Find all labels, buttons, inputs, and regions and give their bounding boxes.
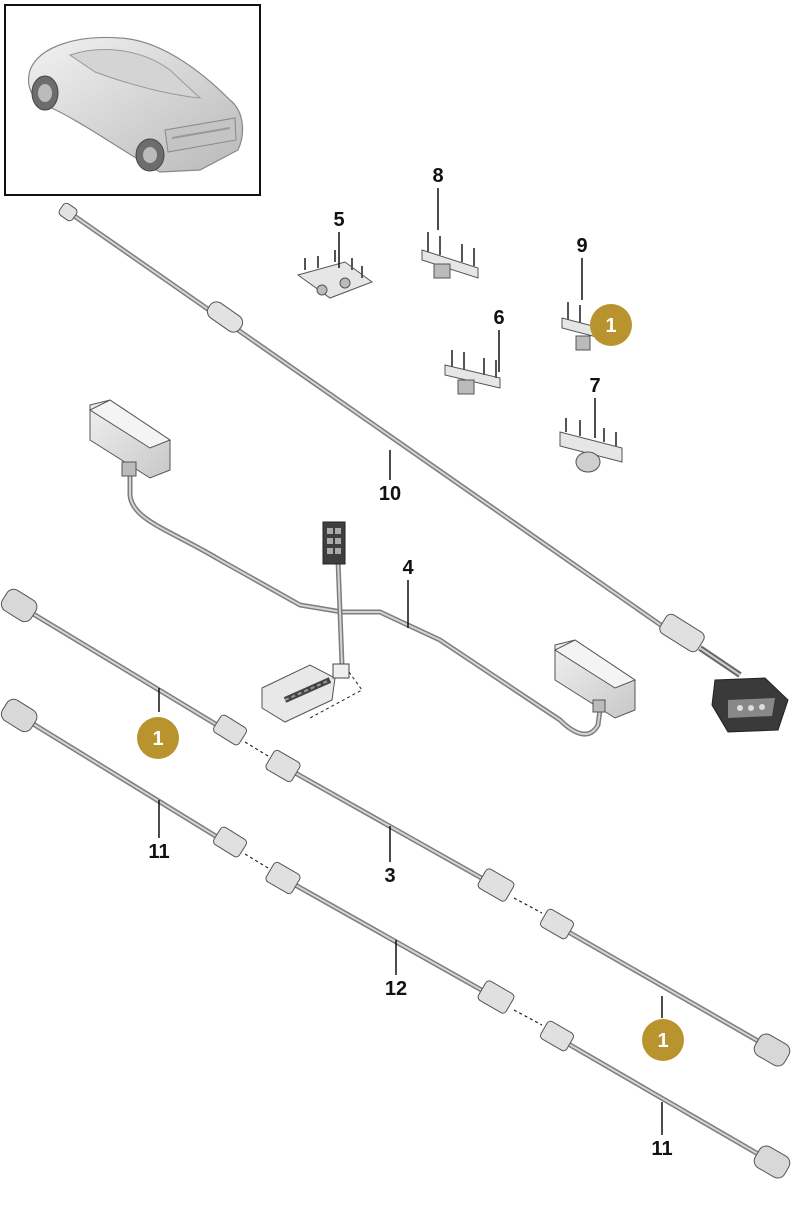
cable-11-left bbox=[0, 698, 269, 869]
cable-12 bbox=[265, 861, 543, 1026]
cable-upper-left bbox=[0, 588, 269, 757]
bracket-7 bbox=[559, 418, 623, 473]
connector-block-icon bbox=[322, 521, 346, 565]
leader-lines bbox=[158, 188, 663, 1135]
callout-7: 7 bbox=[589, 375, 600, 397]
badge-left: 1 bbox=[137, 717, 179, 759]
callout-4: 4 bbox=[402, 557, 414, 579]
callout-6: 6 bbox=[493, 307, 504, 329]
cable-11-right bbox=[539, 1020, 791, 1179]
overview-inset bbox=[4, 4, 261, 196]
badge-top: 1 bbox=[590, 304, 632, 346]
cable-3 bbox=[265, 749, 543, 914]
callout-12: 12 bbox=[385, 978, 407, 1000]
callout-8: 8 bbox=[432, 165, 443, 187]
callout-11-right: 11 bbox=[651, 1138, 672, 1160]
plug-connector-icon bbox=[711, 677, 789, 733]
cable-10 bbox=[58, 202, 789, 733]
car-overview-icon bbox=[27, 36, 244, 173]
module-connector-icon bbox=[261, 663, 363, 723]
cable-lower-right-upper bbox=[539, 908, 791, 1067]
callout-11-left: 11 bbox=[148, 841, 169, 863]
badge-right: 1 bbox=[642, 1019, 684, 1061]
callout-9: 9 bbox=[576, 235, 587, 257]
harness-4 bbox=[88, 399, 637, 737]
svg-text:1: 1 bbox=[657, 1030, 668, 1052]
bracket-5 bbox=[296, 250, 374, 299]
bracket-6 bbox=[444, 350, 501, 395]
svg-text:1: 1 bbox=[152, 728, 163, 750]
control-unit-right-icon bbox=[553, 639, 637, 719]
callout-3: 3 bbox=[384, 865, 395, 887]
callout-10: 10 bbox=[379, 483, 401, 505]
control-unit-left-icon bbox=[88, 399, 172, 479]
callout-5: 5 bbox=[333, 209, 344, 231]
svg-text:1: 1 bbox=[605, 315, 616, 337]
bracket-8 bbox=[421, 232, 479, 279]
